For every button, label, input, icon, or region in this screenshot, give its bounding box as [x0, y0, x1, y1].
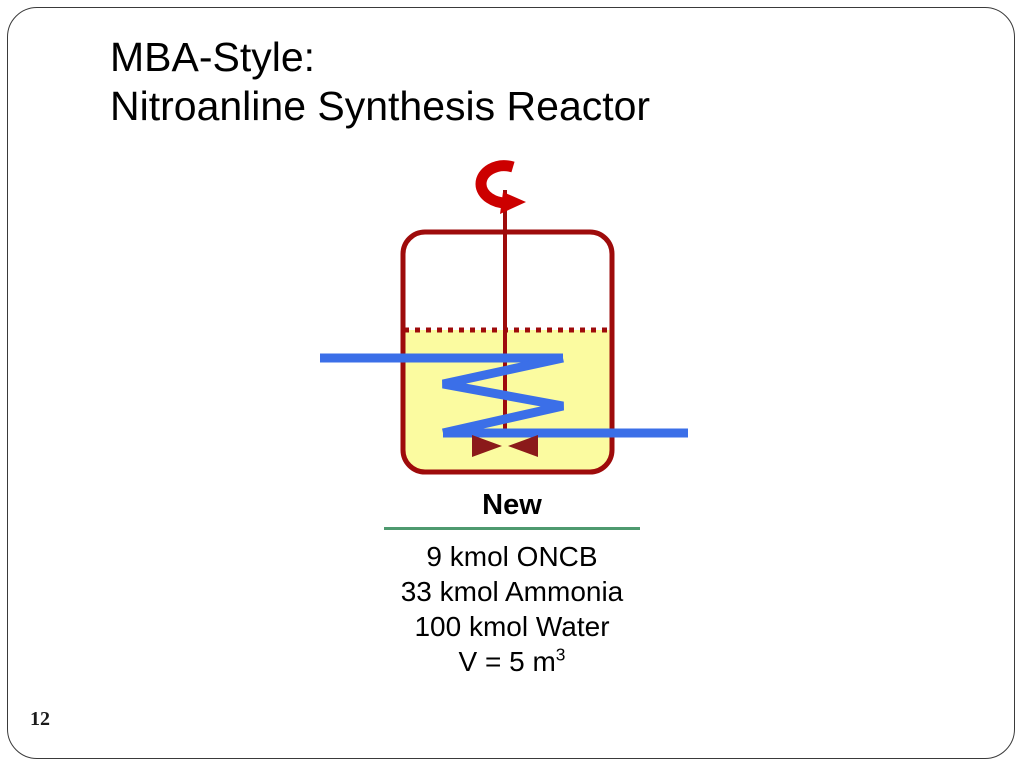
liquid-contents [403, 330, 612, 472]
title-line-2: Nitroanline Synthesis Reactor [110, 83, 651, 129]
reactor-diagram [300, 150, 700, 490]
caption-heading: New [482, 489, 542, 521]
caption-block: New 9 kmol ONCB 33 kmol Ammonia 100 kmol… [262, 488, 762, 679]
feed-list: 9 kmol ONCB 33 kmol Ammonia 100 kmol Wat… [262, 539, 762, 679]
title-line-1: MBA-Style: [110, 34, 316, 80]
list-item: 100 kmol Water [414, 611, 610, 642]
reactor-volume: V = 5 m3 [262, 644, 762, 679]
rotation-arrow [475, 160, 526, 214]
list-item: 33 kmol Ammonia [400, 576, 624, 607]
cooling-coil [320, 353, 688, 438]
reactor-vessel [400, 229, 615, 475]
page-title: MBA-Style: Nitroanline Synthesis Reactor [110, 33, 930, 131]
caption-underline [384, 527, 640, 530]
volume-text: V = 5 m [458, 646, 556, 677]
impeller-blade [472, 435, 538, 457]
page-number: 12 [30, 708, 50, 730]
list-item: 9 kmol ONCB [426, 541, 598, 572]
volume-exponent: 3 [555, 644, 566, 665]
